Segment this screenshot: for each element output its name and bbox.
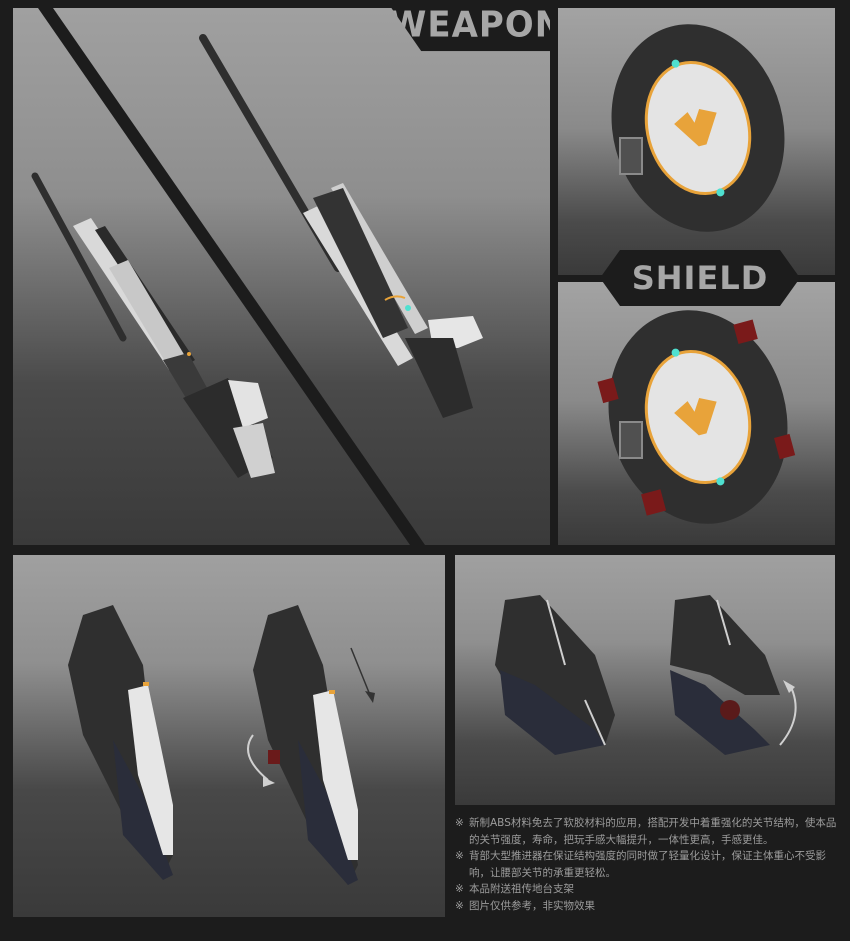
shield-front-panel <box>558 8 835 275</box>
note-item: ※ 本品附送祖传地台支架 <box>455 883 574 895</box>
back-thruster-image <box>495 595 797 755</box>
note-item: ※ 新制ABS材料免去了软胶材料的应用，搭配开发中着重强化的关节结构，使本品的关… <box>455 817 837 846</box>
weapon-panel <box>13 8 550 545</box>
back-thruster-panel <box>455 555 835 805</box>
thruster-open <box>670 595 780 755</box>
shield-section-label: SHIELD <box>600 250 800 306</box>
shield-back-panel <box>558 282 835 545</box>
fox-emblem-icon <box>674 109 717 147</box>
arrow-down-icon <box>350 647 371 696</box>
rifle-right-image <box>199 34 483 418</box>
shield-thruster-image <box>597 310 796 524</box>
note-item: ※ 图片仅供参考，非实物效果 <box>455 899 595 912</box>
product-notes: ※ 新制ABS材料免去了软胶材料的应用，搭配开发中着重强化的关节结构，使本品的关… <box>455 815 845 914</box>
diagonal-divider <box>38 8 425 545</box>
fox-emblem-icon <box>674 398 717 436</box>
leg-armor-panel <box>13 555 445 917</box>
thruster-closed <box>495 595 615 755</box>
weapon-render <box>31 8 483 545</box>
rifle-left-image <box>31 172 275 478</box>
note-item: ※ 背部大型推进器在保证结构强度的同时做了轻量化设计，保证主体重心不受影响，让腰… <box>455 850 826 879</box>
leg-part-closed <box>68 605 173 880</box>
leg-part-open <box>253 605 358 885</box>
rotate-arrow-icon <box>779 684 797 746</box>
shield-front-image <box>611 24 785 232</box>
rotate-arrow-icon <box>247 734 269 781</box>
leg-armor-image <box>68 605 375 885</box>
weapon-section-label: WEAPON <box>385 0 550 52</box>
